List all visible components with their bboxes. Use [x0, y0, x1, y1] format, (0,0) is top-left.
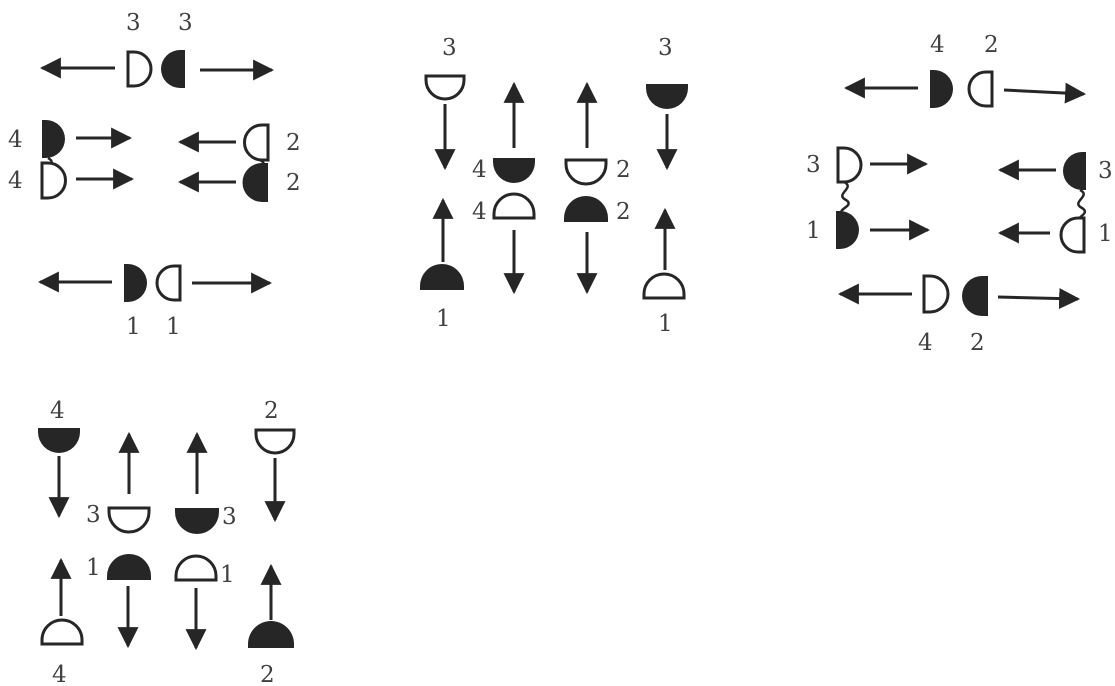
filled-half-circle [493, 158, 535, 183]
open-half-circle [492, 192, 536, 220]
particle-label: 4 [472, 157, 487, 183]
filled-half-circle [161, 50, 185, 88]
particle-label: 2 [264, 398, 279, 424]
open-half-circle [243, 123, 270, 162]
open-half-circle [967, 70, 994, 108]
particle-label: 3 [806, 152, 821, 178]
particle-label: 3 [442, 35, 457, 61]
particle-label: 4 [52, 662, 67, 686]
filled-half-circle [1063, 152, 1086, 190]
particle-label: 2 [984, 32, 999, 58]
filled-half-circle [107, 554, 151, 580]
particle-label: 1 [806, 218, 821, 244]
filled-half-circle [124, 264, 147, 302]
filled-half-circle [175, 508, 219, 534]
particle-label: 3 [222, 504, 237, 530]
arrow [1003, 82, 1087, 104]
filled-half-circle [42, 120, 65, 158]
panel-4: 4 2 3 1 3 1 4 2 [38, 398, 296, 686]
filled-half-circle [564, 196, 608, 222]
open-half-circle [107, 506, 151, 534]
filled-half-circle [962, 276, 988, 316]
particle-label: 4 [8, 168, 23, 194]
particle-label: 3 [178, 10, 193, 36]
particle-label: 2 [616, 157, 631, 183]
particle-label: 2 [616, 199, 631, 225]
particle-label: 2 [286, 130, 301, 156]
arrow [997, 288, 1081, 310]
filled-half-circle [38, 428, 80, 453]
particle-label: 2 [260, 662, 275, 686]
open-half-circle [40, 161, 67, 200]
particle-label: 1 [166, 314, 181, 340]
particle-label: 1 [220, 562, 235, 588]
filled-half-circle [242, 163, 268, 202]
particle-label: 4 [472, 199, 487, 225]
open-half-circle [1059, 216, 1086, 254]
open-half-circle [836, 146, 863, 184]
open-half-circle [126, 50, 153, 88]
particle-label: 1 [658, 311, 673, 337]
particle-label: 4 [50, 398, 65, 424]
open-half-circle [642, 272, 686, 300]
filled-half-circle [420, 264, 464, 290]
particle-label: 3 [86, 502, 101, 528]
open-half-circle [424, 74, 466, 101]
filled-half-circle [248, 621, 294, 648]
open-half-circle [40, 618, 84, 646]
particle-label: 2 [286, 170, 301, 196]
open-half-circle [922, 274, 950, 314]
particle-label: 4 [930, 32, 945, 58]
panel-3: 4 2 3 1 3 1 4 2 [806, 32, 1113, 356]
open-half-circle [174, 554, 218, 582]
particle-label: 1 [436, 306, 451, 332]
spring-link [840, 180, 850, 216]
panel-1: 3 3 4 4 2 2 1 1 [8, 10, 301, 340]
particle-label: 3 [1098, 158, 1113, 184]
particle-label: 3 [658, 35, 673, 61]
particle-label: 3 [126, 10, 141, 36]
particle-label: 1 [86, 555, 101, 581]
filled-half-circle [836, 211, 859, 249]
filled-half-circle [930, 70, 953, 108]
particle-label: 1 [126, 314, 141, 340]
particle-label: 2 [970, 330, 985, 356]
filled-half-circle [646, 84, 688, 109]
open-half-circle [254, 428, 296, 455]
particle-label: 4 [8, 127, 23, 153]
open-half-circle [155, 264, 182, 302]
particle-label: 1 [1098, 221, 1113, 247]
particle-label: 4 [918, 330, 933, 356]
open-half-circle [564, 158, 608, 186]
panel-2: 3 3 4 4 2 2 1 1 [420, 35, 688, 337]
